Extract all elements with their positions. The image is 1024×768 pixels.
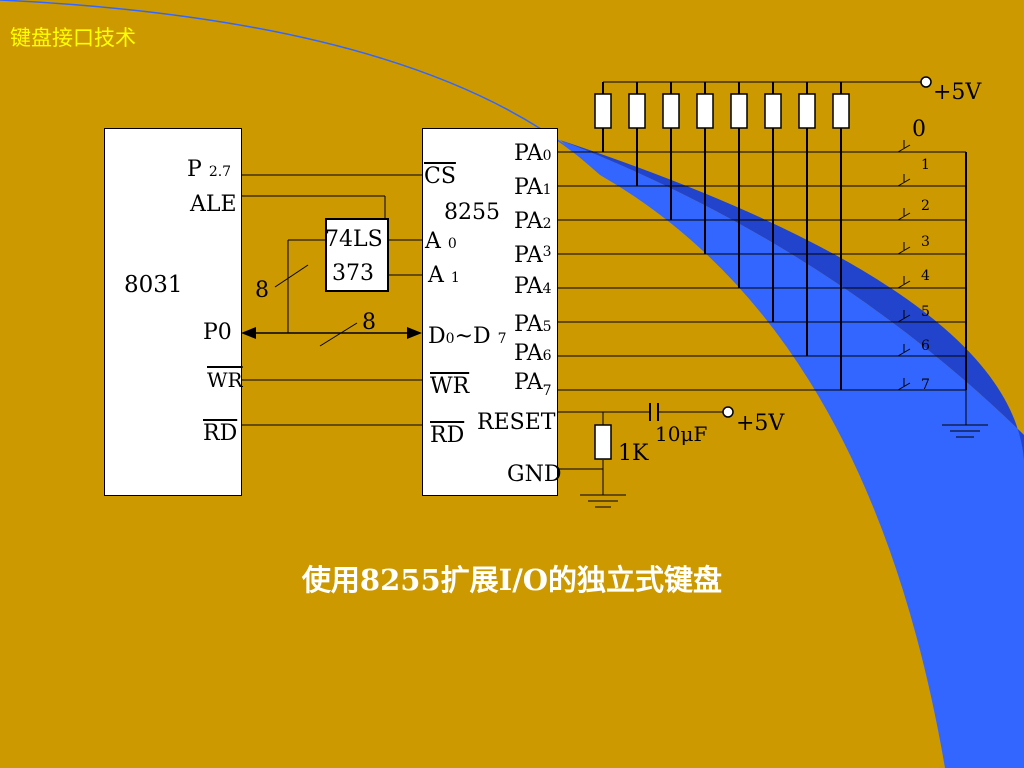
cpu-pin-p27: P 2.7 bbox=[187, 157, 232, 182]
key-label: 6 bbox=[921, 338, 930, 354]
latch-74ls373-box bbox=[325, 218, 389, 292]
ppi-port-a-pin: PA2 bbox=[514, 209, 552, 234]
cpu-pin-p0: P0 bbox=[203, 320, 232, 345]
ppi-pin-data-bus: D0~D 7 bbox=[428, 324, 507, 349]
key-label: 7 bbox=[921, 377, 930, 393]
top-supply-label: +5V bbox=[933, 80, 982, 105]
latch-label-line1: 74LS bbox=[325, 227, 383, 252]
ppi-port-a-pin: PA7 bbox=[514, 370, 552, 399]
slide-caption: 使用8255扩展I/O的独立式键盘 bbox=[301, 563, 723, 597]
ppi-port-a-pin: PA5 bbox=[514, 312, 552, 337]
ppi-pin-gnd: GND bbox=[507, 462, 562, 487]
bus-width-label-ppi: 8 bbox=[362, 310, 376, 335]
key-label: 4 bbox=[921, 268, 930, 284]
ppi-port-a-pin: PA0 bbox=[514, 141, 552, 166]
cpu-pin-wr: WR bbox=[207, 368, 243, 392]
latch-label-line2: 373 bbox=[332, 261, 374, 286]
key-label: 3 bbox=[921, 234, 930, 250]
ppi-pin-reset: RESET bbox=[477, 410, 556, 435]
key-label: 5 bbox=[921, 304, 930, 320]
reset-resistor-label: 1K bbox=[618, 441, 649, 466]
bus-width-label-latch: 8 bbox=[255, 278, 269, 303]
ppi-pin-rd: RD bbox=[430, 423, 465, 448]
cpu-pin-ale: ALE bbox=[190, 192, 237, 217]
ppi-pin-a1: A 1 bbox=[428, 263, 460, 288]
key-label: 1 bbox=[921, 157, 930, 173]
cpu-pin-rd: RD bbox=[203, 421, 238, 446]
key-label: 0 bbox=[912, 117, 926, 142]
ppi-port-a-pin: PA6 bbox=[514, 341, 552, 366]
cpu-8031-box bbox=[104, 128, 242, 496]
ppi-pin-wr: WR bbox=[430, 374, 470, 399]
ppi-port-a-pin: PA4 bbox=[514, 274, 552, 299]
reset-supply-label: +5V bbox=[736, 411, 785, 436]
cpu-name: 8031 bbox=[124, 272, 183, 298]
ppi-8255-box bbox=[422, 128, 558, 496]
reset-capacitor-label: 10μF bbox=[655, 422, 708, 446]
ppi-pin-a0: A 0 bbox=[425, 229, 457, 254]
ppi-name: 8255 bbox=[444, 200, 500, 225]
slide-title: 键盘接口技术 bbox=[10, 26, 136, 50]
key-label: 2 bbox=[921, 198, 930, 214]
ppi-pin-cs: CS bbox=[424, 164, 456, 189]
ppi-port-a-pin: PA1 bbox=[514, 175, 552, 200]
ppi-port-a-pin: PA3 bbox=[514, 243, 552, 268]
